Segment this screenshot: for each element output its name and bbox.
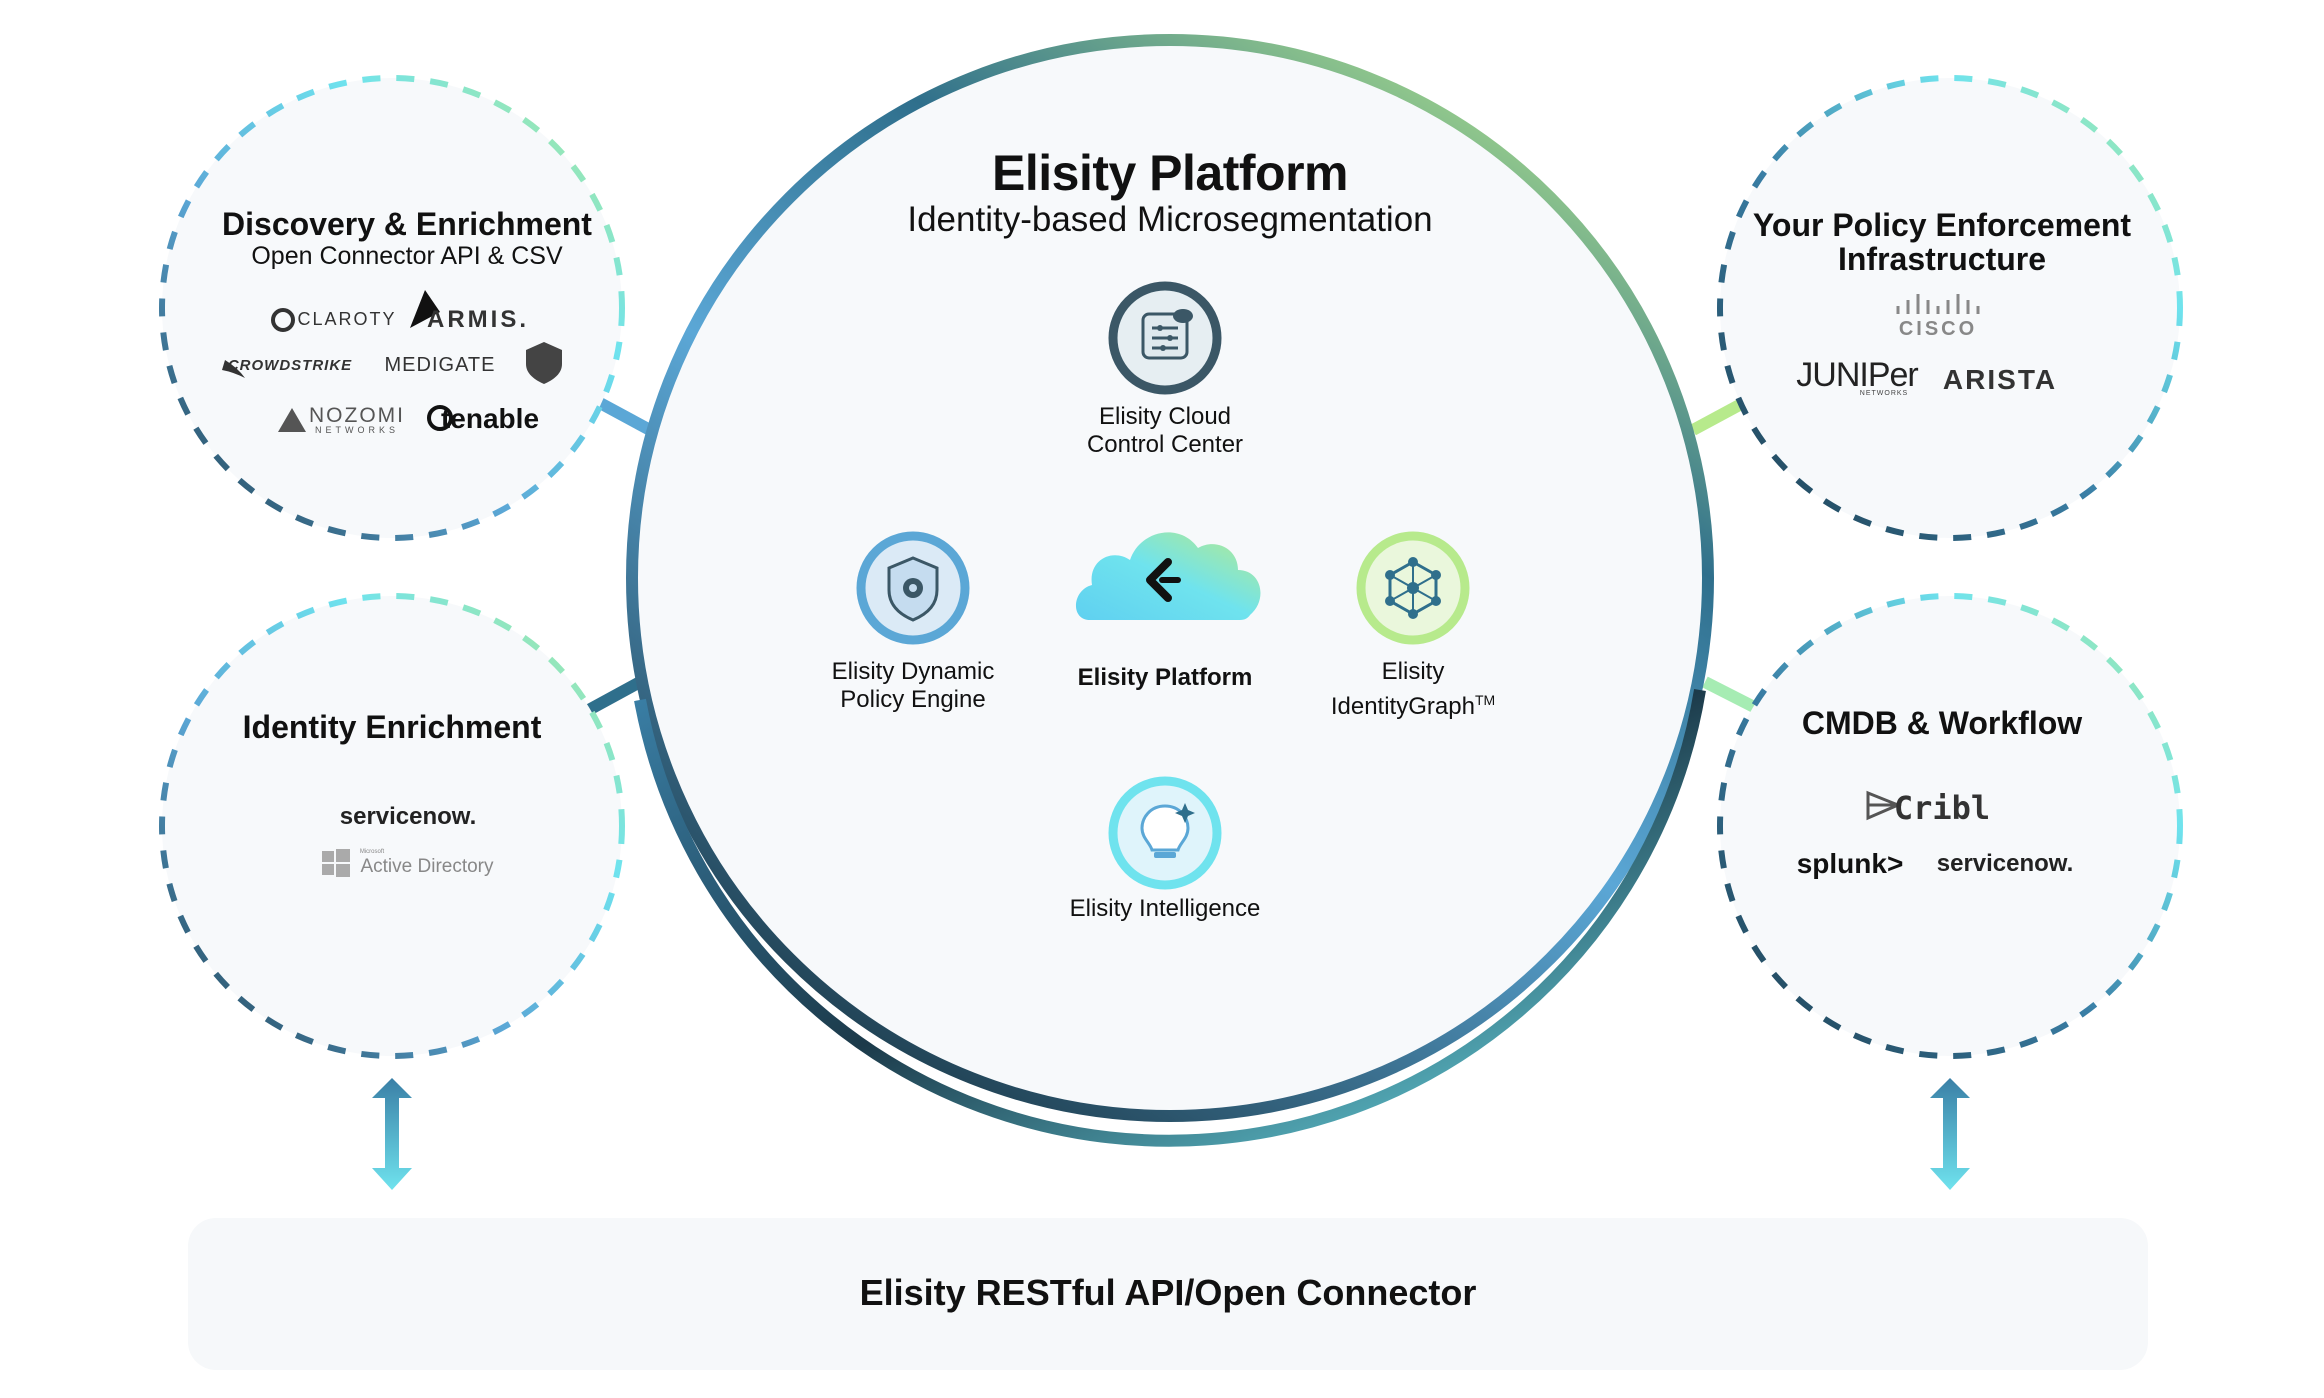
identity-title: Identity Enrichment (242, 709, 542, 745)
nozomi-networks-logo: NETWORKS (314, 425, 400, 435)
intelligence-label: Elisity Intelligence (1069, 895, 1261, 922)
trademark-mark: TM (1474, 692, 1496, 708)
discovery-title: Discovery & Enrichment (222, 206, 592, 242)
identity-circle (159, 593, 625, 1059)
cribl-logo-icon (1866, 790, 1902, 821)
identity-api-arrow-icon (372, 1078, 412, 1190)
tenable-logo: tenable (440, 403, 540, 434)
cribl-logo: Cribl (1893, 789, 1991, 827)
connector-cmdb (1702, 676, 1763, 716)
connector-identity (582, 676, 643, 718)
crowdstrike-logo-icon (222, 360, 245, 378)
platform-title: Elisity Platform (992, 145, 1349, 201)
policy-engine-label: Elisity Dynamic Policy Engine (831, 658, 995, 713)
discovery-subtitle: Open Connector API & CSV (251, 242, 563, 270)
connector-discovery (597, 397, 653, 436)
armis-logo-icon (410, 290, 440, 328)
nozomi-logo-icon (278, 408, 306, 432)
microsoft-logo: Microsoft (359, 849, 385, 855)
discovery-circle (159, 75, 625, 541)
crowdstrike-logo: CROWDSTRIKE (227, 357, 353, 374)
servicenow-cmdb-logo: servicenow. (1936, 850, 2074, 877)
cisco-logo: CISCO (1898, 318, 1978, 340)
cmdb-title: CMDB & Workflow (1801, 705, 2083, 741)
cisco-logo-icon (1896, 294, 1980, 314)
splunk-logo: splunk> (1796, 848, 1904, 879)
connector-policy (1690, 396, 1748, 436)
medigate-logo: MEDIGATE (384, 354, 496, 376)
intelligence-lightbulb-icon (1108, 776, 1222, 890)
juniper-logo: JUNIPer (1796, 356, 1918, 394)
windows-logo-icon (322, 849, 350, 877)
active-directory-logo: Active Directory (360, 856, 494, 877)
armis-logo: ARMIS. (427, 306, 529, 333)
footer-label: Elisity RESTful API/Open Connector (859, 1272, 1477, 1313)
arista-logo: ARISTA (1942, 364, 2058, 395)
cmdb-api-arrow-icon (1930, 1078, 1970, 1190)
nozomi-logo: NOZOMI (309, 404, 405, 427)
policy-title: Your Policy Enforcement Infrastructure (1752, 207, 2132, 277)
identity-graph-label: Elisity IdentityGraphTM (1330, 658, 1496, 720)
servicenow-logo: servicenow. (339, 803, 477, 830)
elisity-platform-cloud-icon (1075, 532, 1261, 620)
footer-panel (188, 1218, 2148, 1370)
claroty-logo: CLAROTY (297, 309, 397, 329)
center-platform-label: Elisity Platform (1077, 664, 1253, 691)
cmdb-circle (1717, 593, 2183, 1059)
juniper-networks-logo: NETWORKS (1859, 390, 1909, 397)
policy-engine-icon (856, 531, 970, 645)
cloud-control-center-label: Elisity Cloud Control Center (1086, 403, 1244, 458)
identity-graph-icon (1356, 531, 1470, 645)
platform-subtitle: Identity-based Microsegmentation (907, 200, 1433, 239)
shield-logo-icon (526, 342, 562, 384)
claroty-logo-icon (271, 308, 295, 332)
policy-circle (1717, 75, 2183, 541)
cloud-control-center-icon (1108, 281, 1222, 395)
platform-ring-lower (634, 689, 1706, 1147)
tenable-logo-icon (427, 405, 453, 431)
